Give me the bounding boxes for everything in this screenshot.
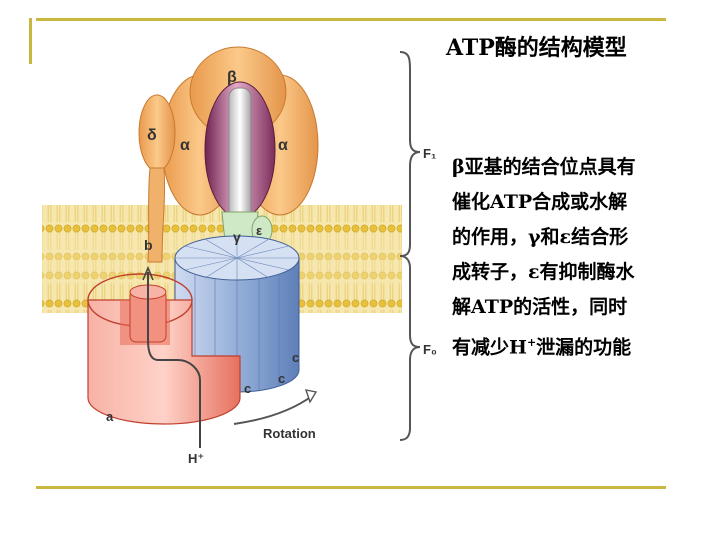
label-delta: δ xyxy=(147,127,157,144)
label-rotation: Rotation xyxy=(263,426,316,441)
description-line: 催化ATP合成或水解 xyxy=(452,191,628,213)
frame-left-line xyxy=(29,18,32,64)
label-f0: F₀ xyxy=(423,342,437,357)
label-b: b xyxy=(144,237,153,253)
label-c: c xyxy=(278,371,285,386)
frame-top-line xyxy=(36,18,666,21)
label-proton: H⁺ xyxy=(188,451,204,466)
label-c: c xyxy=(292,350,299,365)
description-line: β亚基的结合位点具有 xyxy=(452,156,636,178)
proton-path-arrow xyxy=(142,265,201,448)
a-subunit xyxy=(87,273,241,425)
b-subunit-stalk xyxy=(147,167,166,263)
label-c: c xyxy=(244,381,251,396)
label-a: a xyxy=(106,409,114,424)
label-alpha-left: α xyxy=(180,137,190,154)
superscript-plus: + xyxy=(526,336,537,349)
label-epsilon: ε xyxy=(256,223,262,238)
description-line: 的作用，γ和ε结合形 xyxy=(452,226,629,248)
description-line: 有减少H+泄漏的功能 xyxy=(452,325,684,365)
description-text-part: 有减少H xyxy=(452,336,527,359)
description-text-part: 泄漏的功能 xyxy=(536,336,632,359)
description-line: 解ATP的活性，同时 xyxy=(452,296,628,318)
delta-subunit xyxy=(138,94,176,172)
gamma-stalk xyxy=(228,87,252,229)
label-alpha-right: α xyxy=(278,137,288,154)
description-line: 成转子，ε有抑制酶水 xyxy=(452,261,635,283)
rotation-arrow xyxy=(233,389,318,425)
description-text: β亚基的结合位点具有 催化ATP合成或水解 的作用，γ和ε结合形 成转子，ε有抑… xyxy=(452,150,684,365)
label-gamma: γ xyxy=(233,229,241,245)
frame-bottom-line xyxy=(36,486,666,489)
slide-title: ATP酶的结构模型 xyxy=(446,35,627,61)
label-f1: F₁ xyxy=(423,146,436,161)
f1-f0-bracket xyxy=(399,51,421,441)
label-beta: β xyxy=(227,69,237,86)
